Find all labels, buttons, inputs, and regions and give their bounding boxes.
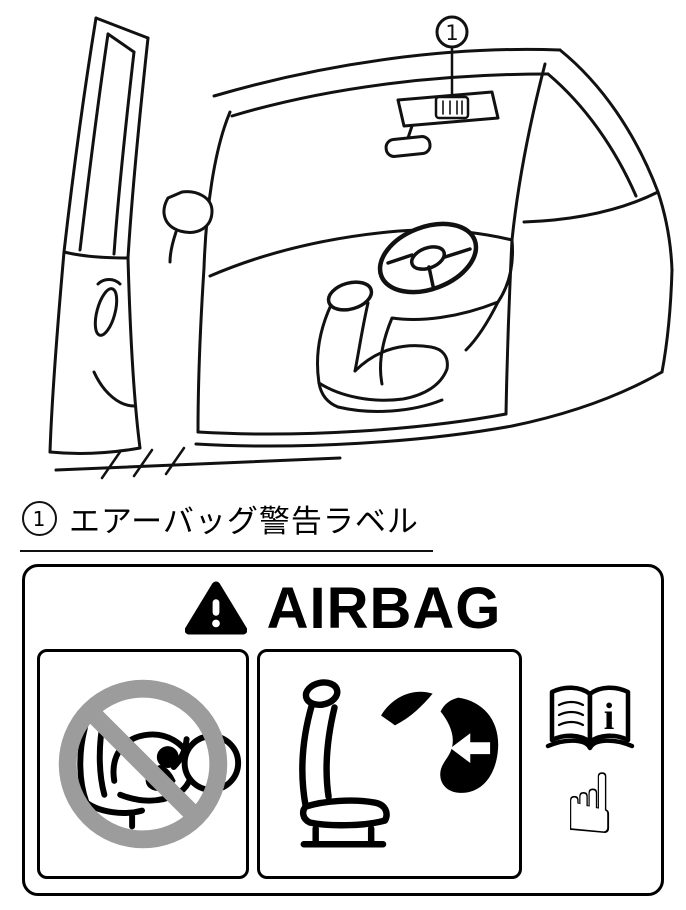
warning-triangle-icon [184, 581, 247, 635]
figure-caption: 1 エアーバッグ警告ラベル [20, 496, 433, 552]
car-interior-drawing: 1 [48, 15, 674, 480]
pointing-hand-icon: ☝ [563, 755, 616, 853]
child-seat-pictogram [77, 713, 195, 830]
airbag-cover-flap-icon [380, 691, 433, 726]
steering-wheel [377, 221, 479, 295]
callout-number: 1 [445, 21, 458, 45]
label-header: AIRBAG [25, 567, 661, 649]
car-body-outline [194, 47, 674, 448]
seat-icon [298, 679, 390, 848]
owners-manual-book-icon: i [545, 685, 634, 751]
car-illustration: 1 [48, 15, 674, 480]
rearview-mirror [384, 124, 432, 158]
caption-text: エアーバッグ警告ラベル [69, 504, 419, 540]
open-door [48, 16, 150, 455]
front-seat [316, 280, 449, 413]
airbag-title: AIRBAG [266, 575, 502, 641]
book-text-lines [557, 700, 584, 727]
prohibition-child-seat-icon [58, 679, 242, 849]
info-icon: i [603, 696, 614, 738]
prohibition-circle-icon [58, 679, 228, 849]
panel-airbag-deployment [257, 649, 523, 879]
airbag-warning-label-sticker [434, 95, 470, 120]
airbag-warning-label: AIRBAG [22, 564, 664, 896]
deploy-direction-arrow-icon [450, 733, 490, 764]
panel-see-manual: i ☝ [530, 649, 649, 879]
side-mirror [162, 190, 214, 264]
door-sill-step [54, 446, 342, 480]
label-panels: i ☝ [25, 649, 661, 891]
airbag-bag-icon [439, 697, 498, 793]
callout-1: 1 [435, 15, 469, 97]
panel-child-seat-prohibition [37, 649, 249, 879]
airbag-deploy-icon [298, 679, 498, 848]
caption-number-badge: 1 [22, 501, 57, 536]
